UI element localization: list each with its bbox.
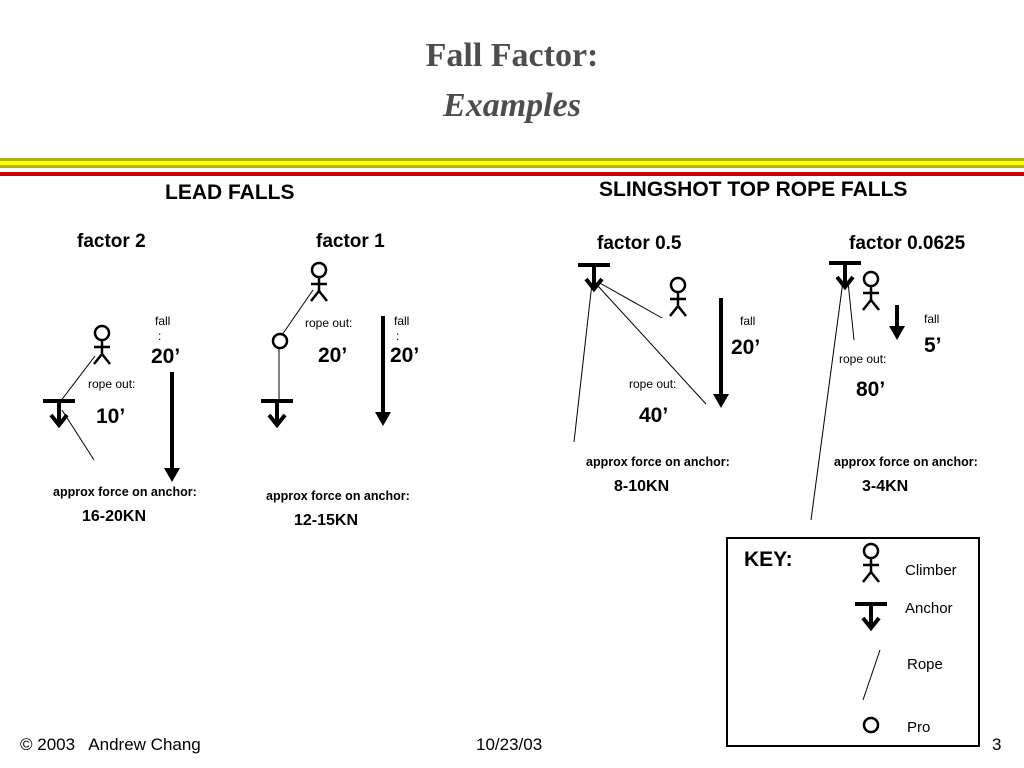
fall-value: 5’: [924, 334, 942, 357]
anchor-icon: [259, 399, 295, 427]
footer-copyright: © 2003 Andrew Chang: [20, 735, 201, 754]
rope-value: 40’: [639, 404, 669, 427]
key-label-climber: Climber: [905, 562, 957, 579]
force-label: approx force on anchor:: [266, 489, 410, 503]
anchor-icon: [576, 263, 612, 291]
key-legend-box: [726, 537, 980, 747]
slide-subtitle: Examples: [443, 87, 581, 124]
anchor-icon: [41, 399, 77, 427]
force-label: approx force on anchor:: [834, 455, 978, 469]
factor-label: factor 1: [316, 231, 385, 252]
page-number: 3: [992, 735, 1002, 754]
fall-label: fall: [155, 314, 171, 328]
lead-falls-heading: LEAD FALLS: [165, 181, 295, 204]
anchor-icon: [827, 261, 863, 289]
rope-line: [810, 280, 844, 521]
climber-icon: [861, 270, 881, 312]
force-value: 16-20KN: [82, 508, 147, 525]
fall-arrowhead: [889, 326, 905, 340]
rope-line: [59, 355, 96, 403]
rope-label: rope out:: [305, 316, 353, 330]
pro-icon: [862, 716, 880, 734]
rope-value: 80’: [856, 378, 886, 401]
fall-value: 20’: [731, 336, 761, 359]
rope-icon: [862, 649, 881, 701]
factor-label: factor 0.0625: [849, 233, 966, 254]
rope-line: [597, 281, 663, 319]
rope-line: [597, 285, 707, 405]
rope-label: rope out:: [88, 377, 136, 391]
fall-value: 20’: [390, 344, 420, 367]
fall-arrowhead: [375, 412, 391, 426]
fall-arrowhead: [164, 468, 180, 482]
rope-label: rope out:: [629, 377, 677, 391]
divider-yellow: [0, 161, 1024, 165]
pro-icon: [271, 332, 289, 350]
key-label-rope: Rope: [907, 656, 943, 673]
rope-line: [573, 282, 593, 443]
divider-olive-lower: [0, 165, 1024, 168]
fall-label: fall: [394, 314, 410, 328]
fall-value: 20’: [151, 345, 181, 368]
climber-icon: [668, 276, 688, 318]
force-value: 12-15KN: [294, 512, 359, 529]
divider-olive: [0, 158, 1024, 161]
rope-line: [847, 281, 855, 341]
climber-icon: [92, 324, 112, 366]
divider-red: [0, 172, 1024, 176]
force-label: approx force on anchor:: [586, 455, 730, 469]
key-title: KEY:: [744, 548, 793, 571]
fall-colon: :: [396, 329, 400, 343]
factor-label: factor 0.5: [597, 233, 682, 254]
rope-line: [281, 289, 314, 336]
fall-colon: :: [158, 329, 162, 343]
force-value: 3-4KN: [862, 478, 909, 495]
rope-value: 20’: [318, 344, 348, 367]
slide-title: Fall Factor:: [425, 37, 599, 74]
rope-value: 10’: [96, 405, 126, 428]
rope-label: rope out:: [839, 352, 887, 366]
fall-label: fall: [924, 312, 940, 326]
fall-label: fall: [740, 314, 756, 328]
key-label-pro: Pro: [907, 719, 931, 736]
slingshot-heading: SLINGSHOT TOP ROPE FALLS: [599, 178, 908, 201]
fall-arrowhead: [713, 394, 729, 408]
force-label: approx force on anchor:: [53, 485, 197, 499]
key-label-anchor: Anchor: [905, 600, 953, 617]
footer-date: 10/23/03: [476, 735, 543, 754]
factor-label: factor 2: [77, 231, 146, 252]
force-value: 8-10KN: [614, 478, 670, 495]
climber-icon: [309, 261, 329, 303]
rope-line: [61, 409, 95, 461]
